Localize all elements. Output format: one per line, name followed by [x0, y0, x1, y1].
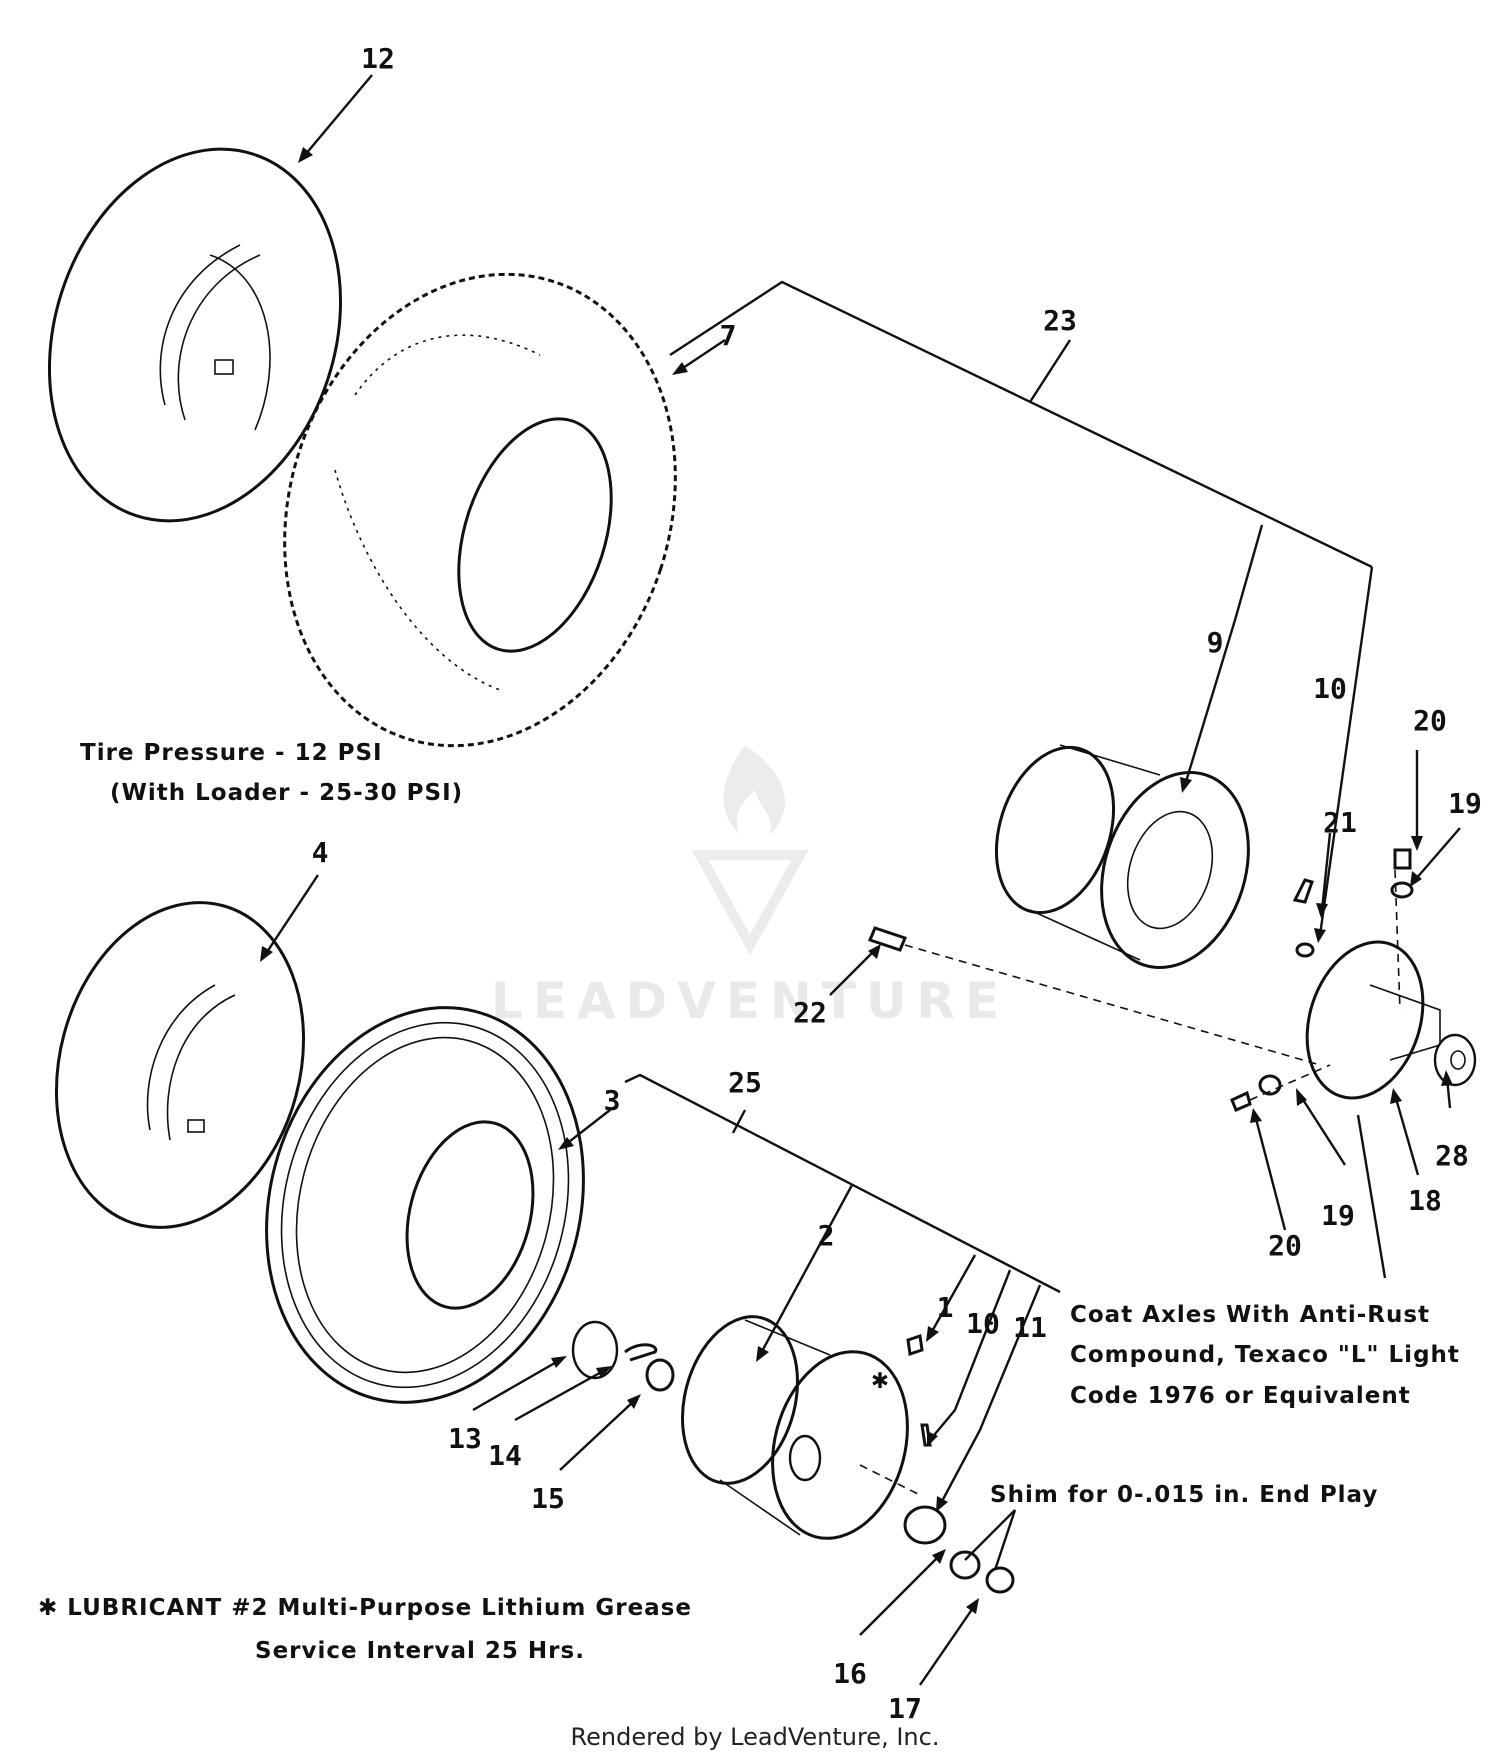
callout-3: 3: [604, 1084, 621, 1117]
tire-upper: [283, 272, 677, 748]
watermark-text: LEADVENTURE: [491, 972, 1009, 1030]
callout-asterisk: ✱: [872, 1362, 889, 1395]
note-shim: Shim for 0-.015 in. End Play: [990, 1482, 1378, 1508]
callout-19-upper: 19: [1448, 787, 1482, 820]
note-coat-axles-1: Coat Axles With Anti-Rust: [1070, 1302, 1430, 1328]
leader-arrows: [260, 74, 1461, 1686]
callout-13: 13: [448, 1422, 482, 1455]
bracket-23: [669, 280, 1373, 569]
axis-line-upper: [904, 944, 1321, 1066]
bracket-23-stem: [1028, 339, 1072, 403]
note-tire-pressure-1: Tire Pressure - 12 PSI: [80, 740, 383, 766]
callout-20-upper: 20: [1413, 704, 1447, 737]
small-parts-upper: [867, 848, 1414, 1112]
callout-19-lower: 19: [1321, 1199, 1355, 1232]
callout-14: 14: [488, 1439, 522, 1472]
note-tire-pressure-2: (With Loader - 25-30 PSI): [110, 780, 463, 806]
hub-upper: [1305, 940, 1477, 1100]
callout-21: 21: [1323, 806, 1357, 839]
rim-upper: [994, 744, 1250, 970]
rim-lower: [680, 1315, 909, 1540]
axis-line-lower: [859, 1464, 921, 1496]
callout-7: 7: [720, 319, 737, 352]
axis-line-bolt: [1249, 1064, 1331, 1101]
callout-22: 22: [793, 996, 827, 1029]
note-lubricant-1: ✱ LUBRICANT #2 Multi-Purpose Lithium Gre…: [38, 1595, 692, 1621]
inner-tube-upper: [47, 147, 343, 523]
bracket-25: [624, 1073, 1061, 1294]
bracket-25-stem: [731, 1109, 747, 1134]
watermark-logo: [691, 745, 809, 956]
tire-lower: [265, 1006, 585, 1404]
callout-9: 9: [1207, 626, 1224, 659]
callout-17: 17: [888, 1692, 922, 1725]
inner-tube-lower: [54, 901, 306, 1229]
callout-10-lower: 10: [966, 1307, 1000, 1340]
callout-20-lower: 20: [1268, 1229, 1302, 1262]
callout-4: 4: [312, 836, 329, 869]
note-coat-axles-2: Compound, Texaco "L" Light: [1070, 1342, 1460, 1368]
callout-11: 11: [1013, 1311, 1047, 1344]
small-parts-lower: [571, 1320, 1015, 1594]
axis-line-hub: [1394, 869, 1401, 1011]
callout-2: 2: [818, 1219, 835, 1252]
callout-28: 28: [1435, 1139, 1469, 1172]
callout-23: 23: [1043, 304, 1077, 337]
footer-rendered-by: Rendered by LeadVenture, Inc.: [571, 1723, 940, 1751]
callout-10-upper: 10: [1313, 672, 1347, 705]
callout-25: 25: [728, 1066, 762, 1099]
callout-18: 18: [1408, 1184, 1442, 1217]
callout-1: 1: [937, 1291, 954, 1324]
note-coat-axles-3: Code 1976 or Equivalent: [1070, 1383, 1411, 1409]
callout-15: 15: [531, 1482, 565, 1515]
callout-16: 16: [833, 1657, 867, 1690]
callout-12: 12: [361, 42, 395, 75]
note-lubricant-2: Service Interval 25 Hrs.: [255, 1638, 585, 1664]
